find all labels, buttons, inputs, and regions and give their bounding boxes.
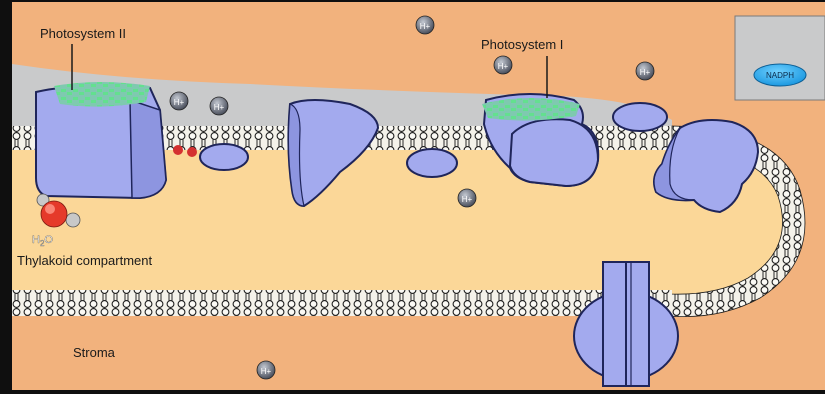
plastocyanin xyxy=(407,149,457,177)
proton-ion: H+ xyxy=(458,189,476,207)
svg-text:H+: H+ xyxy=(214,103,225,112)
thylakoid-compartment-label: Thylakoid compartment xyxy=(17,253,152,268)
nadph-panel xyxy=(735,16,825,100)
svg-text:H+: H+ xyxy=(261,367,272,376)
proton-ion: H+ xyxy=(494,56,512,74)
lower-membrane xyxy=(12,290,672,316)
proton-ion: H+ xyxy=(257,361,275,379)
proton-ion: H+ xyxy=(170,92,188,110)
svg-text:H+: H+ xyxy=(462,195,473,204)
svg-text:H+: H+ xyxy=(174,98,185,107)
proton-ion: H+ xyxy=(210,97,228,115)
svg-text:H+: H+ xyxy=(640,68,651,77)
photosystem-ii-pigments xyxy=(54,82,150,107)
plastoquinone xyxy=(200,144,248,170)
proton-ion: H+ xyxy=(416,16,434,34)
photosystem-i-pigments xyxy=(482,98,580,121)
proton-ion: H+ xyxy=(636,62,654,80)
svg-text:H+: H+ xyxy=(498,62,509,71)
photosystem-ii-label: Photosystem II xyxy=(40,26,126,41)
stroma-label: Stroma xyxy=(73,345,116,360)
ferredoxin xyxy=(613,103,667,131)
svg-text:H+: H+ xyxy=(420,22,431,31)
photosystem-ii-protein xyxy=(36,82,166,198)
photosystem-i-label: Photosystem I xyxy=(481,37,563,52)
nadph-label: NADPH xyxy=(766,71,794,80)
